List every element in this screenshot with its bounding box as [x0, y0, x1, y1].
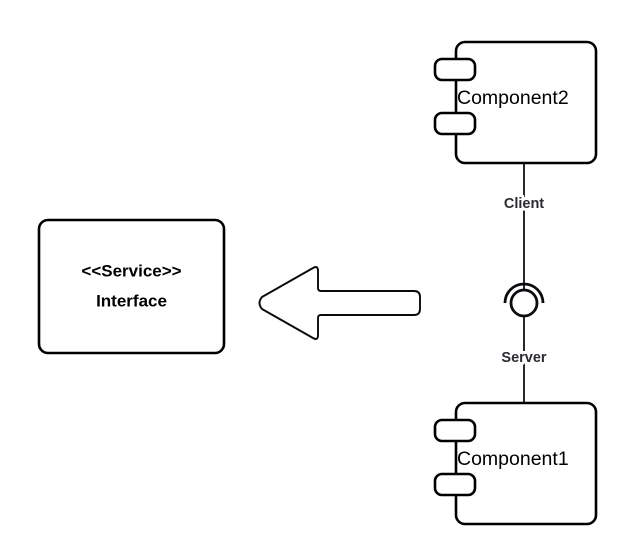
interface-socket-arc: [503, 282, 545, 304]
interface-ball-circle[interactable]: [509, 288, 539, 318]
server-role-halo: Server: [501, 350, 547, 366]
interface-name-label: Interface: [96, 291, 167, 310]
left-arrow-shape[interactable]: [258, 266, 421, 340]
realization-arrow[interactable]: [258, 266, 421, 340]
interface-stereotype-label: <<Service>>: [81, 261, 181, 280]
component2-name-label: Component2: [457, 87, 569, 109]
client-role-label: Client: [504, 196, 544, 212]
component1-tab-upper-icon: [433, 418, 477, 443]
component1-name-label: Component1: [457, 448, 569, 470]
component1-body-rect[interactable]: [454, 401, 598, 526]
component-component1[interactable]: Component1: [433, 401, 598, 526]
assembly-connector[interactable]: [503, 163, 545, 403]
client-role-halo: Client: [504, 196, 544, 212]
component2-tab-lower-icon: [433, 111, 477, 136]
interface-box[interactable]: <<Service>> Interface: [37, 218, 226, 355]
connector-role-labels: Client Client Server Server: [498, 193, 550, 369]
component1-tab-lower-icon: [433, 472, 477, 497]
component2-body-rect[interactable]: [454, 40, 598, 165]
component2-tab-upper-icon: [433, 57, 477, 82]
component-component2[interactable]: Component2: [433, 40, 598, 165]
interface-box-rect[interactable]: [37, 218, 226, 355]
server-role-label: Server: [501, 350, 547, 366]
